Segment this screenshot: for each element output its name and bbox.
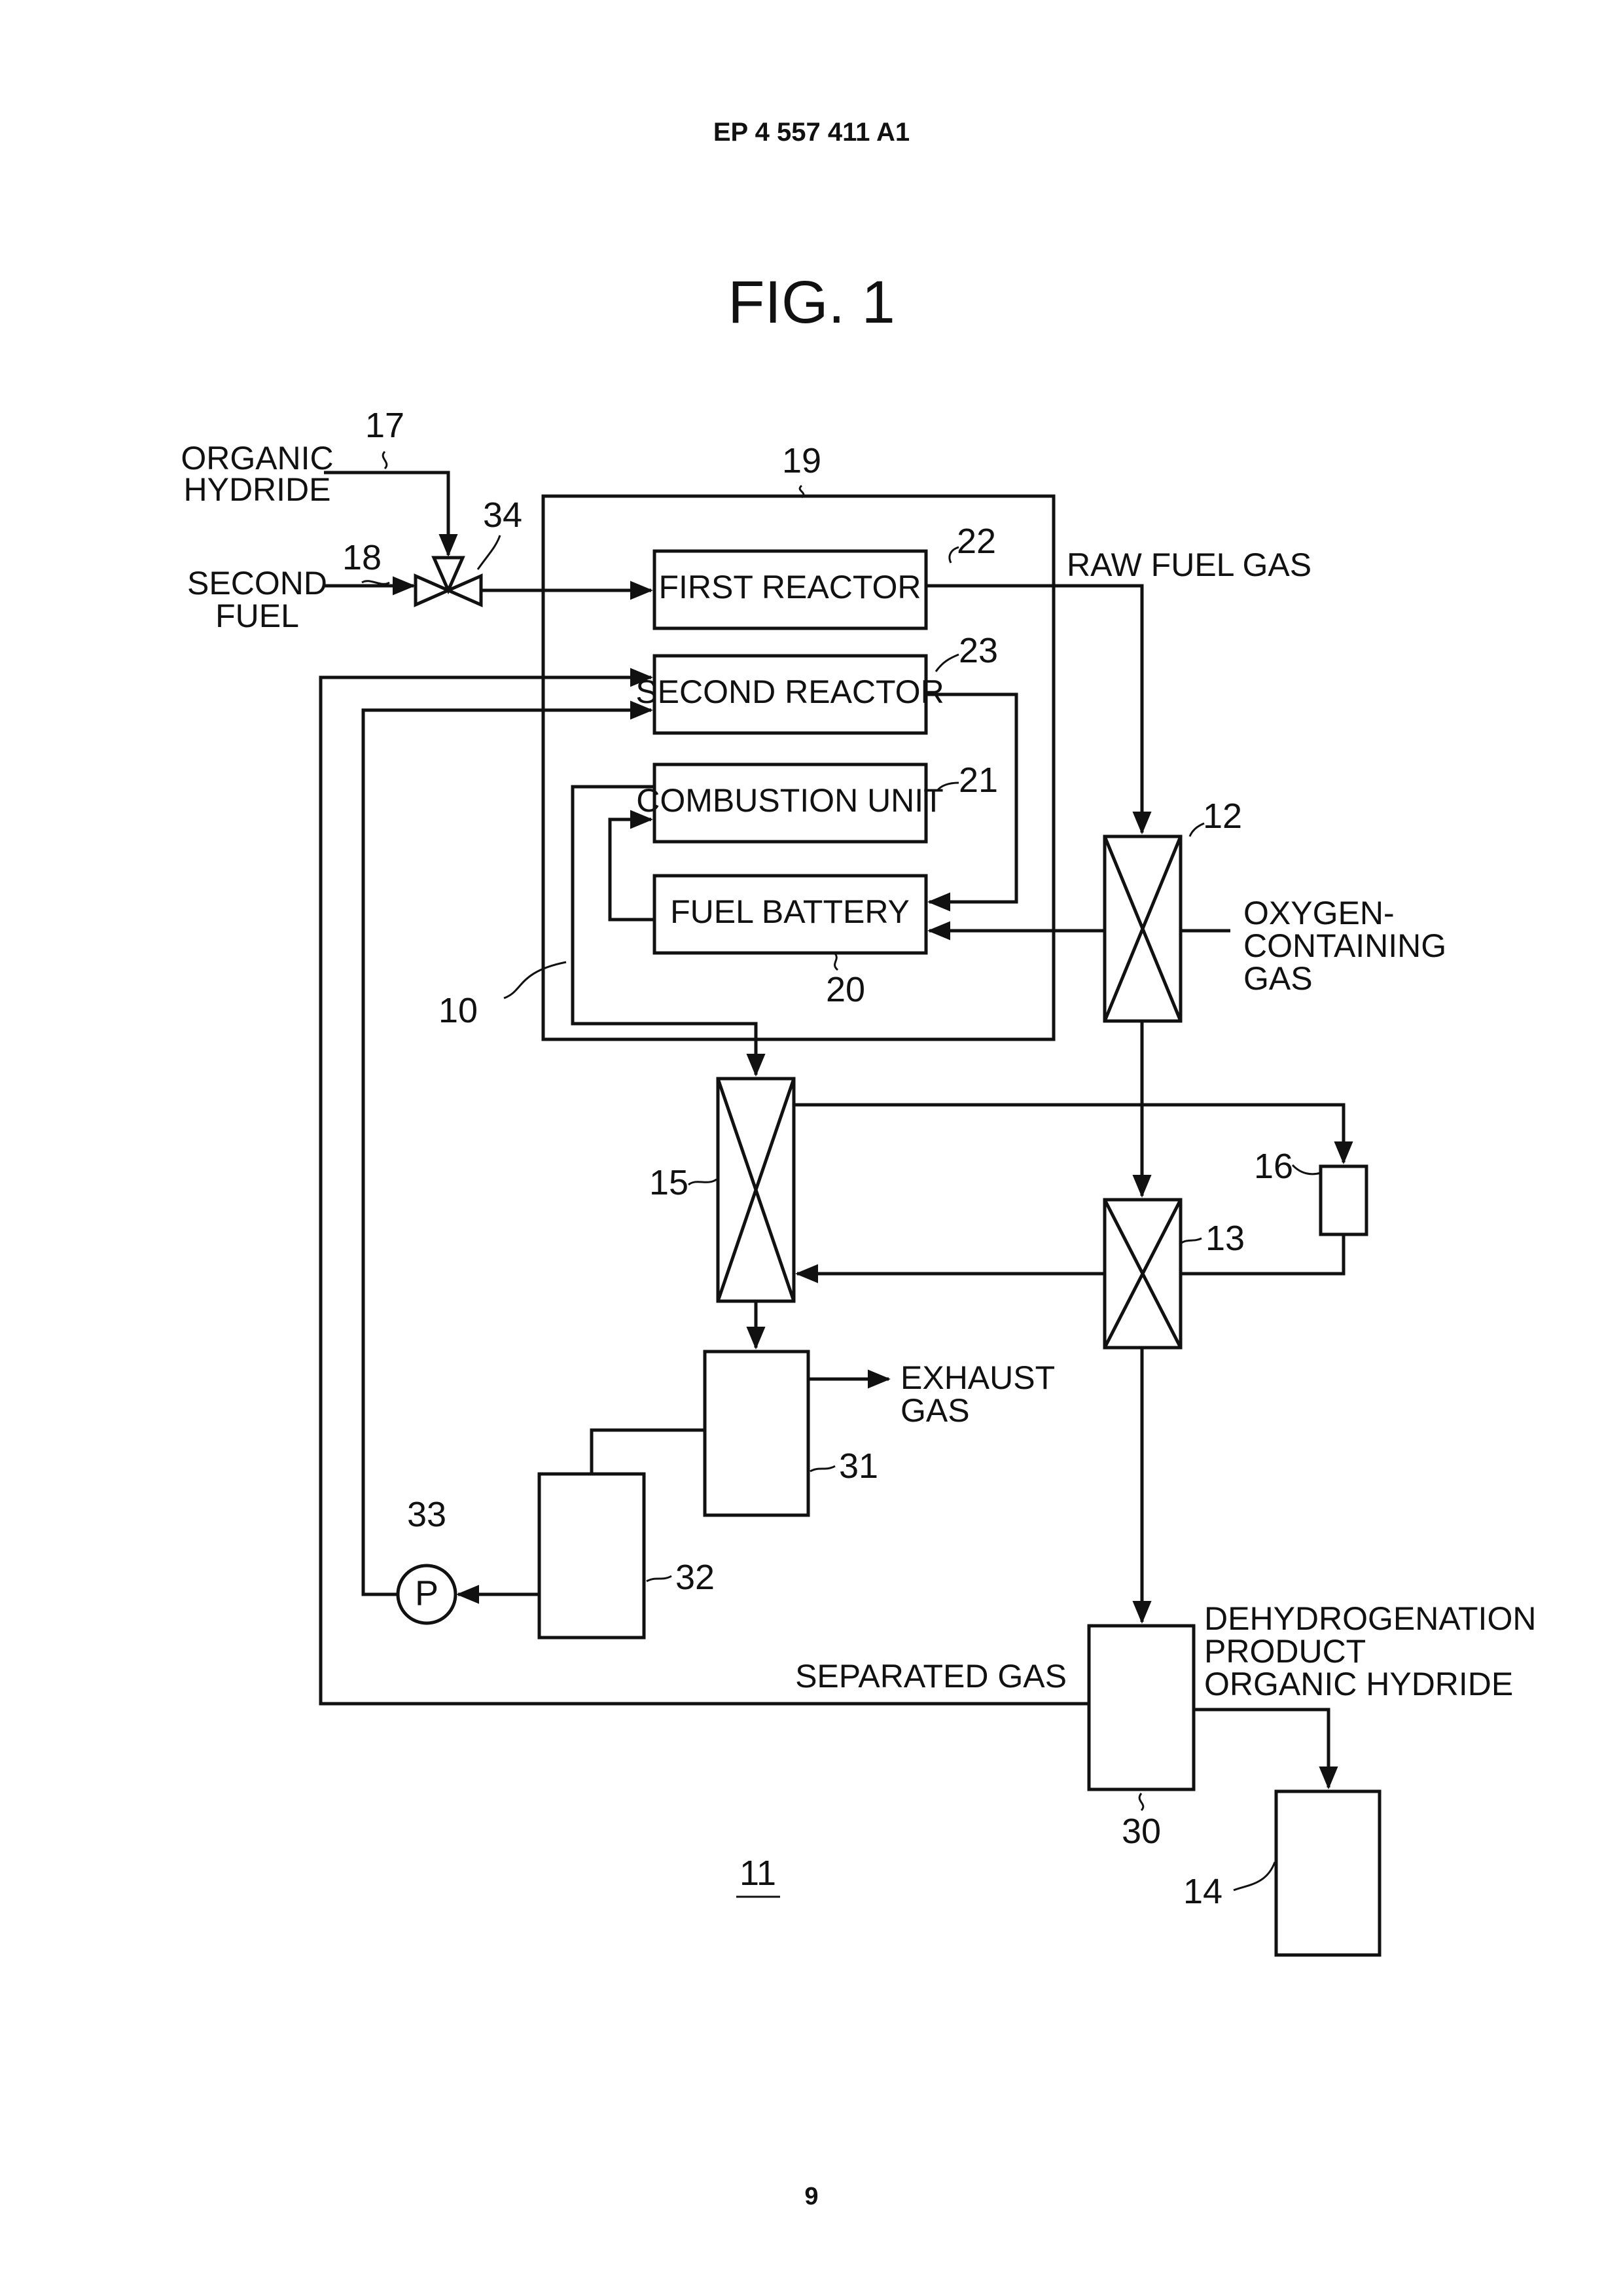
separator-30 <box>1089 1626 1194 1789</box>
second-reactor: SECOND REACTOR <box>635 656 944 733</box>
oxygen-gas-label-line3: GAS <box>1243 960 1313 997</box>
second-reactor-label: SECOND REACTOR <box>635 673 944 710</box>
ref-34: 34 <box>483 495 522 535</box>
ref-14: 14 <box>1183 1872 1222 1911</box>
exhaust-gas-label-line2: GAS <box>901 1392 970 1429</box>
oxygen-gas-label-line1: OXYGEN- <box>1243 895 1395 931</box>
fuel-battery: FUEL BATTERY <box>654 876 926 953</box>
raw-fuel-gas-label: RAW FUEL GAS <box>1067 547 1311 583</box>
fuel-battery-label: FUEL BATTERY <box>670 893 910 930</box>
flow-lines <box>321 473 1344 1787</box>
ref-23: 23 <box>959 631 998 670</box>
ref-12: 12 <box>1203 797 1242 836</box>
ref-22: 22 <box>957 522 996 561</box>
ref-30: 30 <box>1122 1812 1161 1851</box>
ref-11: 11 <box>740 1854 776 1893</box>
ref-16: 16 <box>1254 1147 1293 1186</box>
ref-20: 20 <box>826 970 865 1009</box>
exhaust-gas-label-line1: EXHAUST <box>901 1359 1055 1396</box>
tank-32 <box>539 1474 644 1638</box>
storage-tank-14 <box>1276 1791 1380 1955</box>
unit-31 <box>705 1352 808 1515</box>
combustion-unit-label: COMBUSTION UNIT <box>636 782 943 819</box>
ref-21: 21 <box>959 761 998 800</box>
pump-33: P <box>398 1566 455 1623</box>
heat-exchanger-13 <box>1105 1200 1181 1348</box>
ref-17: 17 <box>365 406 404 445</box>
combustion-unit: COMBUSTION UNIT <box>636 764 943 842</box>
ref-13: 13 <box>1205 1219 1245 1258</box>
organic-hydride-input-label-line2: HYDRIDE <box>183 471 330 508</box>
first-reactor-label: FIRST REACTOR <box>659 569 921 605</box>
ref-10: 10 <box>438 991 478 1030</box>
heat-exchanger-12 <box>1105 836 1181 1021</box>
separated-gas-label: SEPARATED GAS <box>795 1658 1067 1695</box>
ref-15: 15 <box>649 1163 688 1202</box>
three-way-valve-34 <box>416 558 481 605</box>
ref-32: 32 <box>675 1558 715 1597</box>
products-label-line2: PRODUCT <box>1204 1633 1366 1670</box>
ref-19: 19 <box>782 441 821 480</box>
ref-31: 31 <box>839 1446 878 1486</box>
unit-16 <box>1321 1166 1366 1234</box>
products-label-line1: DEHYDROGENATION <box>1204 1600 1536 1637</box>
second-fuel-label-line1: SECOND <box>187 565 327 601</box>
second-fuel-label-line2: FUEL <box>215 598 299 634</box>
products-label-line3: ORGANIC HYDRIDE <box>1204 1666 1513 1702</box>
first-reactor: FIRST REACTOR <box>654 551 926 628</box>
ref-33: 33 <box>407 1495 446 1534</box>
pump-label: P <box>415 1573 438 1613</box>
oxygen-gas-label-line2: CONTAINING <box>1243 927 1446 964</box>
heat-exchanger-15 <box>718 1079 794 1301</box>
ref-18: 18 <box>342 538 382 577</box>
